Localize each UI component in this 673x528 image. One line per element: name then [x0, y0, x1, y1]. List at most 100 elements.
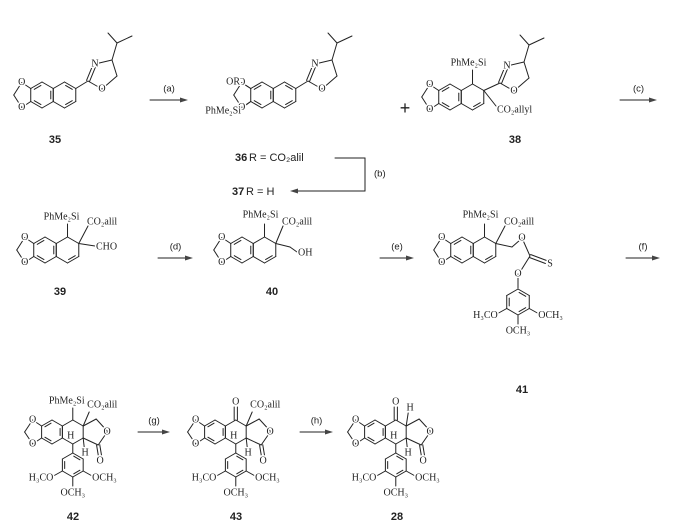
- bond: [245, 437, 262, 446]
- cyclohexane-ring: [72, 437, 84, 445]
- bond: [116, 35, 133, 44]
- methoxy-label: OCH₃: [538, 310, 563, 321]
- bond: [52, 470, 63, 477]
- compound-label-43: 43: [230, 511, 242, 523]
- bond: [82, 411, 90, 427]
- trimethoxyphenyl-ring: [72, 452, 84, 460]
- benzene-ring: [44, 236, 57, 244]
- hydrogen-atom: H: [245, 448, 252, 459]
- second-ring: [460, 83, 474, 91]
- trimethoxyphenyl-ring: [224, 452, 237, 460]
- inner-double-bond: [285, 100, 293, 106]
- bond: [528, 37, 545, 46]
- cyclohexane-ring: [235, 419, 247, 427]
- compound-label-38: 38: [509, 134, 521, 146]
- bond: [24, 256, 35, 263]
- bond: [433, 249, 443, 263]
- bond-layer: [13, 32, 660, 487]
- hydrogen-atom: H: [82, 448, 89, 459]
- bond: [13, 82, 23, 96]
- arrowhead-icon: [406, 255, 414, 261]
- bond: [289, 246, 298, 253]
- lactone-oxygen: O: [427, 427, 434, 438]
- bond: [82, 437, 85, 448]
- benzene-ring: [261, 101, 274, 109]
- bond: [24, 237, 35, 244]
- ketone-oxygen: O: [392, 397, 399, 408]
- cyclohexane-ring: [72, 419, 84, 427]
- benzene-ring: [261, 81, 274, 89]
- sulfur-atom: S: [547, 259, 553, 270]
- inner-double-bond: [73, 455, 81, 461]
- methoxy-label: OCH₃: [60, 488, 85, 499]
- second-ring: [252, 236, 266, 244]
- second-ring: [472, 236, 486, 244]
- trimethoxyphenyl-ring: [61, 452, 74, 460]
- bond: [94, 59, 113, 65]
- benzene-ring: [41, 419, 53, 427]
- oxygen-atom: O: [29, 415, 36, 426]
- cyclohexane-ring: [61, 437, 74, 445]
- arrowhead-icon: [180, 97, 188, 103]
- double-bond: [96, 444, 100, 458]
- benzene-ring: [30, 81, 43, 89]
- inner-double-bond: [207, 422, 215, 428]
- bond: [513, 77, 530, 92]
- inner-double-bond: [73, 469, 81, 475]
- bond: [87, 80, 103, 90]
- trimethoxyphenyl-ring: [235, 452, 247, 460]
- benzene-ring: [51, 437, 63, 445]
- bond: [405, 470, 416, 477]
- bond: [421, 96, 431, 110]
- oxygen-atom: O: [438, 232, 445, 243]
- second-ring: [67, 256, 80, 264]
- benzene-ring: [230, 256, 243, 264]
- second-ring: [55, 256, 69, 264]
- bond: [511, 239, 521, 248]
- double-bond: [498, 64, 507, 83]
- bond: [95, 418, 108, 432]
- silyl-substituent: PhMe₂Si: [205, 106, 241, 117]
- inner-double-bond: [253, 84, 262, 90]
- lactone-oxygen: O: [104, 427, 111, 438]
- oxygen-atom: O: [29, 439, 36, 450]
- cyclohexane-ring: [61, 419, 74, 427]
- oxygen-atom: O: [218, 232, 225, 243]
- benzene-ring: [449, 83, 462, 91]
- oxygen-atom: O: [21, 257, 28, 268]
- benzene-ring: [30, 101, 43, 109]
- reagent-label-c: (c): [633, 84, 644, 95]
- bond: [195, 437, 206, 445]
- bond: [221, 256, 232, 263]
- bond: [483, 82, 501, 91]
- trimethoxyphenyl-ring: [384, 470, 397, 478]
- inner-double-bond: [65, 100, 73, 106]
- methoxy-label: H₃CO: [352, 473, 377, 484]
- compound-label-35: 35: [49, 134, 61, 146]
- bond: [429, 84, 440, 91]
- inner-double-bond: [44, 436, 52, 442]
- bond: [233, 82, 243, 96]
- bond: [21, 101, 32, 108]
- oxygen-atom: O: [192, 415, 199, 426]
- arrowhead-icon: [290, 188, 298, 194]
- bond: [213, 249, 223, 263]
- inner-double-bond: [68, 255, 76, 261]
- r-definition-36: R = CO₂alil: [249, 152, 304, 164]
- bond: [24, 431, 34, 445]
- methoxy-label: H₃CO: [29, 473, 54, 484]
- silyl-substituent: PhMe₂Si: [49, 396, 85, 407]
- bond: [405, 437, 408, 448]
- compound-label-39: 39: [54, 286, 66, 298]
- second-ring: [472, 103, 485, 111]
- compound-label-41: 41: [516, 384, 528, 396]
- isopropyl-bond: [111, 42, 118, 61]
- inner-double-bond: [65, 84, 73, 90]
- inner-double-bond: [441, 102, 450, 108]
- oxygen-atom: O: [192, 439, 199, 450]
- reagent-label-g: (g): [148, 416, 160, 427]
- bond: [347, 431, 357, 445]
- methoxy-label: OCH₃: [506, 326, 531, 337]
- bond: [75, 80, 89, 89]
- cyclohexane-ring: [395, 419, 407, 427]
